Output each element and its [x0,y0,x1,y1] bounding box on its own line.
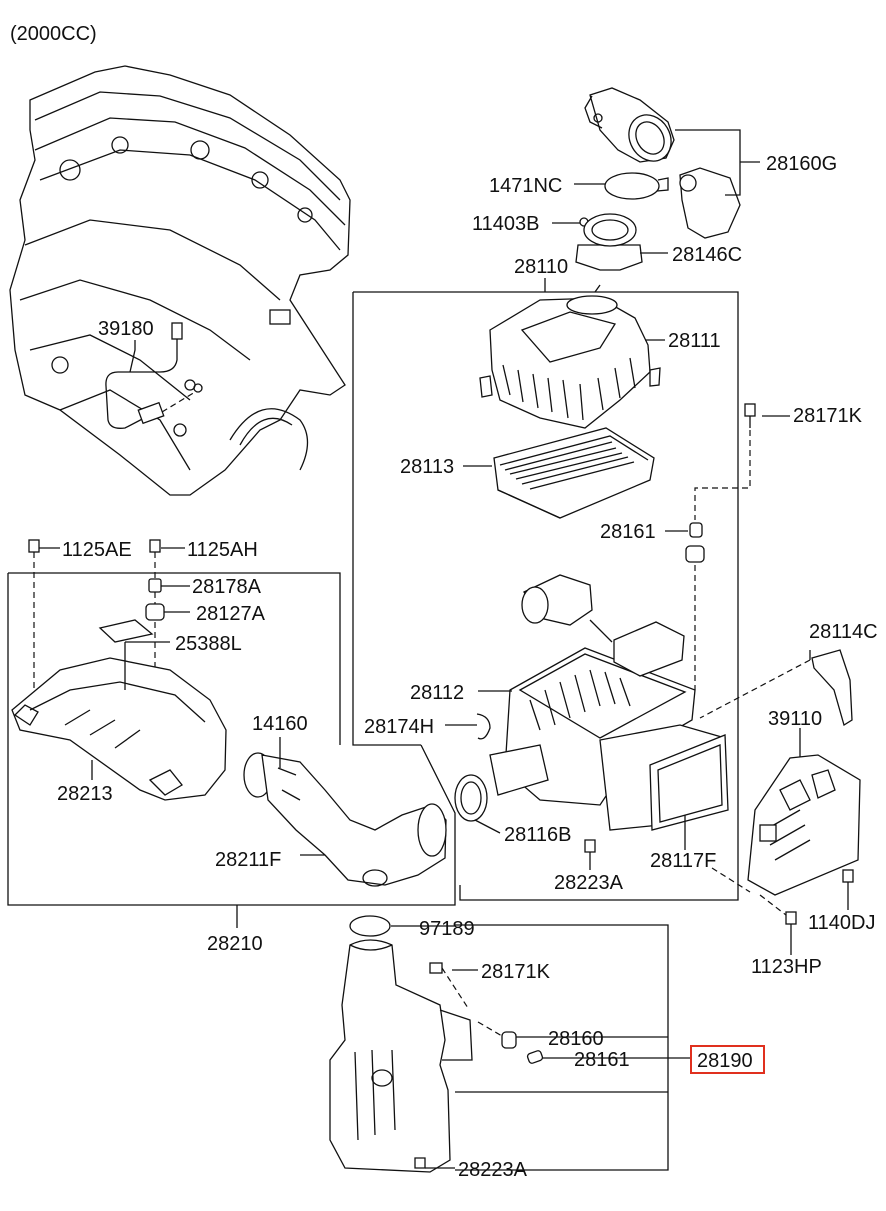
callout-28190[interactable]: 28190 [697,1050,753,1072]
mounting-bolt-top-drawing [694,403,756,520]
callout-28112: 28112 [410,682,464,704]
callout-1123HP: 1123HP [751,956,822,978]
callout-28146C: 28146C [672,244,742,266]
callout-1125AH: 1125AH [187,539,258,561]
callout-97189: 97189 [419,918,475,940]
engine-cover-group [7,572,456,906]
callout-14160: 14160 [252,713,308,735]
engine-cover-drawing [11,657,227,801]
hose-clamp-drawing [604,172,660,200]
cover-spacer-drawing [148,578,162,593]
resonator-drawing [329,939,473,1173]
insulator-grommet-2-drawing [685,545,705,563]
nut-drawing [584,839,596,853]
ecm-screw-drawing [785,911,797,925]
ecm-bolt-drawing [842,869,854,883]
resonator-seal-drawing [349,915,391,937]
resonator-bolt-leader-dash [441,967,469,1009]
callout-28213: 28213 [57,783,113,805]
intake-hose-drawing [243,752,447,887]
resonator-bolt-drawing [429,962,443,974]
resonator-insulator-drawing [526,1050,544,1064]
callout-1140DJ: 1140DJ [808,912,875,934]
callout-28161-bottom: 28161 [574,1049,630,1071]
callout-28127A: 28127A [196,603,266,625]
callout-28174H: 28174H [364,716,434,738]
engine-block-drawing [9,65,351,496]
cover-grommet-drawing [145,603,165,621]
cover-bolt-ah-drawing [149,539,161,553]
callout-28117F: 28117F [650,850,716,872]
callout-1471NC: 1471NC [489,175,562,197]
clamp-screw-drawing [656,177,669,192]
callout-28171K-top: 28171K [793,405,863,427]
callout-28160G: 28160G [766,153,837,175]
callout-1125AE: 1125AE [62,539,132,561]
callout-28223A-mid: 28223A [554,872,624,894]
callout-28113: 28113 [400,456,454,478]
callout-28114C: 28114C [809,621,878,643]
bracket-drawing [649,734,729,831]
callout-28223A-bottom: 28223A [458,1159,528,1181]
callout-28178A: 28178A [192,576,262,598]
air-cleaner-cover-drawing [479,295,661,429]
callout-28171K-bottom: 28171K [481,961,551,983]
mass-air-flow-sensor-flange-drawing [575,213,643,271]
hose-clip-drawing [476,713,491,740]
highlight-box-28190[interactable] [690,1045,765,1074]
engine-control-module-drawing [711,754,861,896]
callout-39110: 39110 [768,708,822,730]
leader-lines [39,129,849,1169]
callout-11403B: 11403B [472,213,539,235]
callout-28161-top: 28161 [600,521,656,543]
cover-label-decal-drawing [98,619,154,643]
air-intake-duct-drawing [584,87,741,239]
callout-39180: 39180 [98,318,154,340]
callout-28110: 28110 [514,256,568,278]
callout-28111: 28111 [668,330,721,352]
cover-bolt-ae-drawing [28,539,40,553]
resonator-grommet-drawing [501,1031,517,1049]
engine-variant-label: (2000CC) [10,23,97,45]
air-cleaner-assembly-group [352,291,739,901]
callout-28160: 28160 [548,1028,604,1050]
callout-28116B: 28116B [504,824,571,846]
screw-leader-dash [759,894,787,916]
crankshaft-position-sensor-drawing [105,322,203,429]
resonator-group [455,924,669,1171]
callout-25388L: 25388L [175,633,242,655]
resonator-screw-drawing [414,1157,426,1169]
callout-28211F: 28211F [215,849,281,871]
grommet-leader-2-dash [477,1021,503,1037]
air-filter-element-drawing [493,427,655,519]
callout-28210: 28210 [207,933,263,955]
insulator-grommet-drawing [689,522,703,538]
support-bracket-drawing [699,649,853,727]
hose-clamp-ring-drawing [454,774,488,822]
